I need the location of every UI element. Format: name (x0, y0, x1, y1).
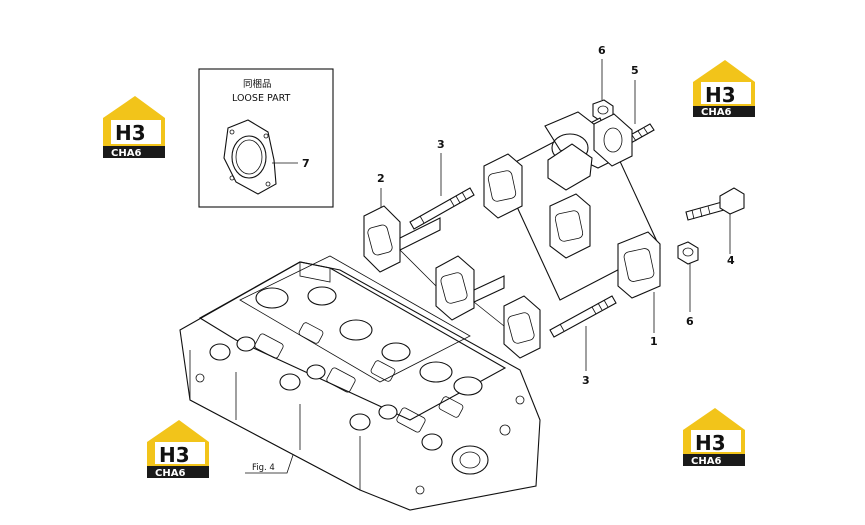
callout-3-bottom: 3 (582, 374, 590, 387)
cylinder-head (179, 255, 541, 511)
callout-1: 1 (650, 335, 658, 348)
stud-3-top (409, 187, 475, 230)
nut-bottom (677, 241, 699, 265)
logo-bottom-text: CHA6 (701, 107, 731, 118)
logo-top-text: H3 (705, 83, 736, 107)
brand-logo-top-right: H3 CHA6 (693, 60, 755, 118)
callout-3-top: 3 (437, 138, 445, 151)
gasket-loose-part (223, 119, 277, 195)
brand-logo-bottom-left: H3 CHA6 (147, 420, 209, 479)
callout-6-bottom: 6 (686, 315, 694, 328)
brand-logo-top-left: H3 CHA6 (103, 96, 165, 159)
callout-5: 5 (631, 64, 639, 77)
figure-reference: Fig. 4 (252, 463, 275, 473)
logo-bottom-text: CHA6 (111, 148, 141, 159)
callout-6-top: 6 (598, 44, 606, 57)
exhaust-manifold (483, 111, 661, 301)
callout-4: 4 (727, 254, 735, 267)
loose-part-title-cn: 同梱品 (243, 78, 272, 90)
logo-top-text: H3 (695, 431, 726, 455)
loose-part-box: 同梱品 LOOSE PART 7 (198, 68, 334, 208)
exhaust-gasket (363, 205, 541, 359)
bolt-4 (685, 187, 745, 221)
brand-logo-bottom-right: H3 CHA6 (683, 408, 745, 467)
logo-top-text: H3 (159, 443, 190, 467)
logo-bottom-text: CHA6 (691, 456, 721, 467)
callout-7: 7 (302, 157, 310, 170)
callout-2: 2 (377, 172, 385, 185)
stud-3-bottom (549, 295, 617, 338)
logo-bottom-text: CHA6 (155, 468, 185, 479)
loose-part-title-en: LOOSE PART (232, 93, 290, 104)
logo-top-text: H3 (115, 121, 146, 145)
